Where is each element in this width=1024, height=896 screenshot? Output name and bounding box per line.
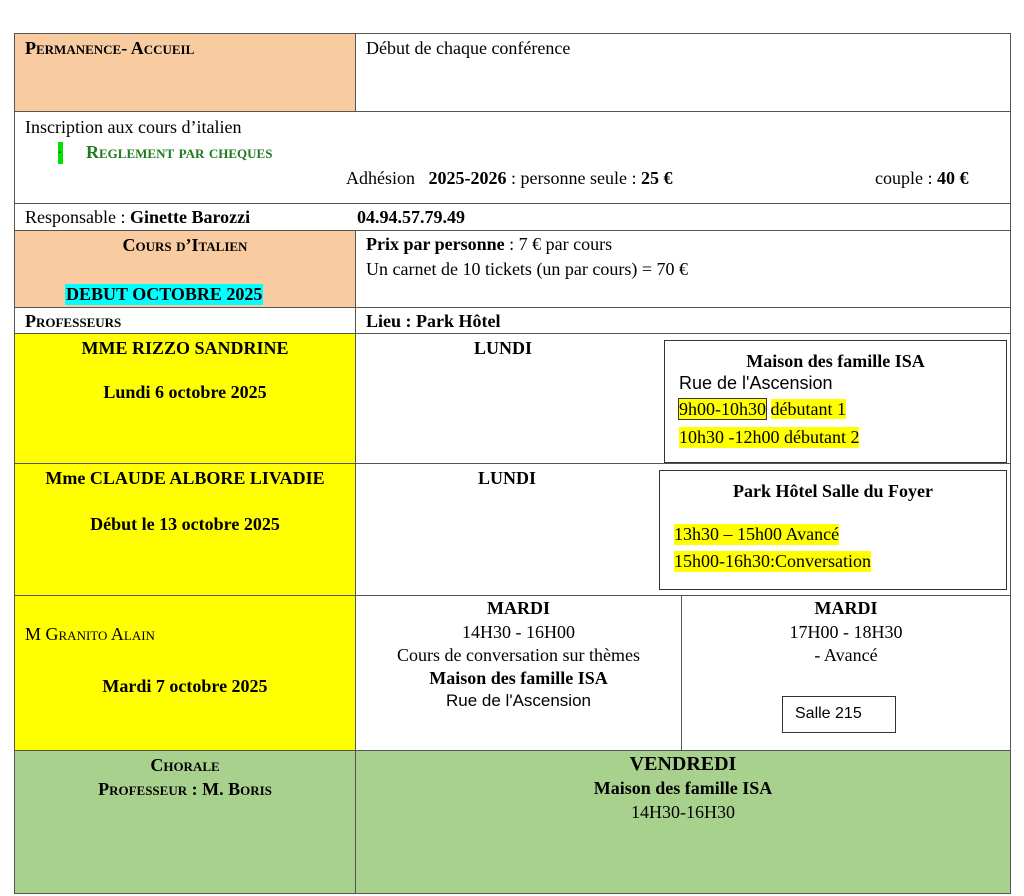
permanence-value: Début de chaque conférence bbox=[366, 38, 571, 58]
street: Rue de l'Ascension bbox=[446, 691, 591, 710]
adhesion-label: Adhésion bbox=[346, 168, 415, 188]
place: Park Hôtel Salle du Foyer bbox=[733, 481, 933, 501]
place: Maison des famille ISA bbox=[593, 778, 773, 798]
place: Maison des famille ISA bbox=[746, 351, 925, 371]
day: MARDI bbox=[487, 598, 550, 618]
schedule-cell-3a: MARDI 14H30 - 16H00 Cours de conversatio… bbox=[355, 595, 682, 751]
permanence-label-cell: Permanence- Accueil bbox=[14, 33, 356, 112]
prof-name: M Granito Alain bbox=[25, 624, 155, 644]
chorale-schedule-cell: VENDREDI Maison des famille ISA 14H30-16… bbox=[355, 750, 1011, 894]
day: LUNDI bbox=[478, 468, 537, 488]
street: Rue de l'Ascension bbox=[679, 373, 833, 393]
level: - Avancé bbox=[814, 645, 878, 665]
slot-time: 9h00-10h30 bbox=[678, 398, 767, 420]
time: 17H00 - 18H30 bbox=[789, 622, 903, 642]
cours-cell: Cours d’Italien DEBUT OCTOBRE 2025 bbox=[14, 230, 356, 308]
permanence-label: Permanence- Accueil bbox=[25, 38, 195, 58]
prof-name: Mme CLAUDE ALBORE LIVADIE bbox=[45, 468, 325, 488]
chorale-title: Chorale bbox=[150, 755, 220, 775]
prof-date: Début le 13 octobre 2025 bbox=[90, 514, 280, 534]
reglement: Reglement par cheques bbox=[86, 142, 273, 162]
time: 14H30 - 16H00 bbox=[462, 622, 575, 642]
lieu: Lieu : Park Hôtel bbox=[366, 311, 501, 331]
responsable-phone: 04.94.57.79.49 bbox=[357, 207, 465, 227]
slot: 15h00-16h30:Conversation bbox=[674, 551, 871, 572]
cours-debut: DEBUT OCTOBRE 2025 bbox=[65, 284, 264, 305]
slot: 10h30 -12h00 débutant 2 bbox=[679, 427, 860, 448]
bullet: . bbox=[58, 142, 63, 164]
responsable-label: Responsable : bbox=[25, 207, 126, 227]
prix-label: Prix par personne bbox=[366, 234, 505, 254]
location-box: Park Hôtel Salle du Foyer 13h30 – 15h00 … bbox=[659, 470, 1007, 590]
couple-price: 40 € bbox=[936, 168, 969, 188]
chorale-cell: Chorale Professeur : M. Boris bbox=[14, 750, 356, 894]
prof-cell-3: M Granito Alain Mardi 7 octobre 2025 bbox=[14, 595, 356, 751]
single-label: : personne seule : bbox=[511, 168, 637, 188]
couple-label: couple : bbox=[875, 168, 933, 188]
prof-cell-1: MME RIZZO SANDRINE Lundi 6 octobre 2025 bbox=[14, 333, 356, 464]
slot: 13h30 – 15h00 Avancé bbox=[674, 524, 840, 545]
adhesion-year: 2025-2026 bbox=[428, 168, 507, 188]
responsable-name: Ginette Barozzi bbox=[130, 207, 251, 227]
description: Cours de conversation sur thèmes bbox=[397, 645, 640, 665]
prof-date: Mardi 7 octobre 2025 bbox=[102, 676, 268, 696]
responsable-cell: Responsable : Ginette Barozzi 04.94.57.7… bbox=[14, 203, 1011, 231]
room: Salle 215 bbox=[795, 705, 862, 722]
schedule-cell-1: LUNDI Maison des famille ISA Rue de l'As… bbox=[355, 333, 1011, 464]
day: LUNDI bbox=[474, 338, 533, 358]
permanence-value-cell: Début de chaque conférence bbox=[355, 33, 1011, 112]
schedule-cell-3b: MARDI 17H00 - 18H30 - Avancé Salle 215 bbox=[681, 595, 1011, 751]
prof-name: MME RIZZO SANDRINE bbox=[81, 338, 289, 358]
cours-title: Cours d’Italien bbox=[122, 235, 248, 255]
prof-cell-2: Mme CLAUDE ALBORE LIVADIE Début le 13 oc… bbox=[14, 463, 356, 596]
carnet: Un carnet de 10 tickets (un par cours) =… bbox=[366, 259, 689, 279]
slot-level: débutant 1 bbox=[770, 399, 846, 419]
day: VENDREDI bbox=[629, 753, 737, 775]
prix-value: : 7 € par cours bbox=[509, 234, 613, 254]
chorale-prof: Professeur : M. Boris bbox=[98, 779, 272, 799]
lieu-cell: Lieu : Park Hôtel bbox=[355, 307, 1011, 334]
inscription-cell: Inscription aux cours d’italien . Reglem… bbox=[14, 111, 1011, 204]
professeurs-label: Professeurs bbox=[25, 311, 122, 331]
inscription-title: Inscription aux cours d’italien bbox=[25, 117, 242, 137]
room-box: Salle 215 bbox=[782, 696, 896, 733]
day: MARDI bbox=[814, 598, 878, 618]
place: Maison des famille ISA bbox=[429, 668, 608, 688]
schedule-cell-2: LUNDI Park Hôtel Salle du Foyer 13h30 – … bbox=[355, 463, 1011, 596]
time: 14H30-16H30 bbox=[631, 802, 735, 822]
prix-cell: Prix par personne : 7 € par cours Un car… bbox=[355, 230, 1011, 308]
professeurs-cell: Professeurs bbox=[14, 307, 356, 334]
prof-date: Lundi 6 octobre 2025 bbox=[103, 382, 267, 402]
single-price: 25 € bbox=[640, 168, 673, 188]
location-box: Maison des famille ISA Rue de l'Ascensio… bbox=[664, 340, 1007, 463]
